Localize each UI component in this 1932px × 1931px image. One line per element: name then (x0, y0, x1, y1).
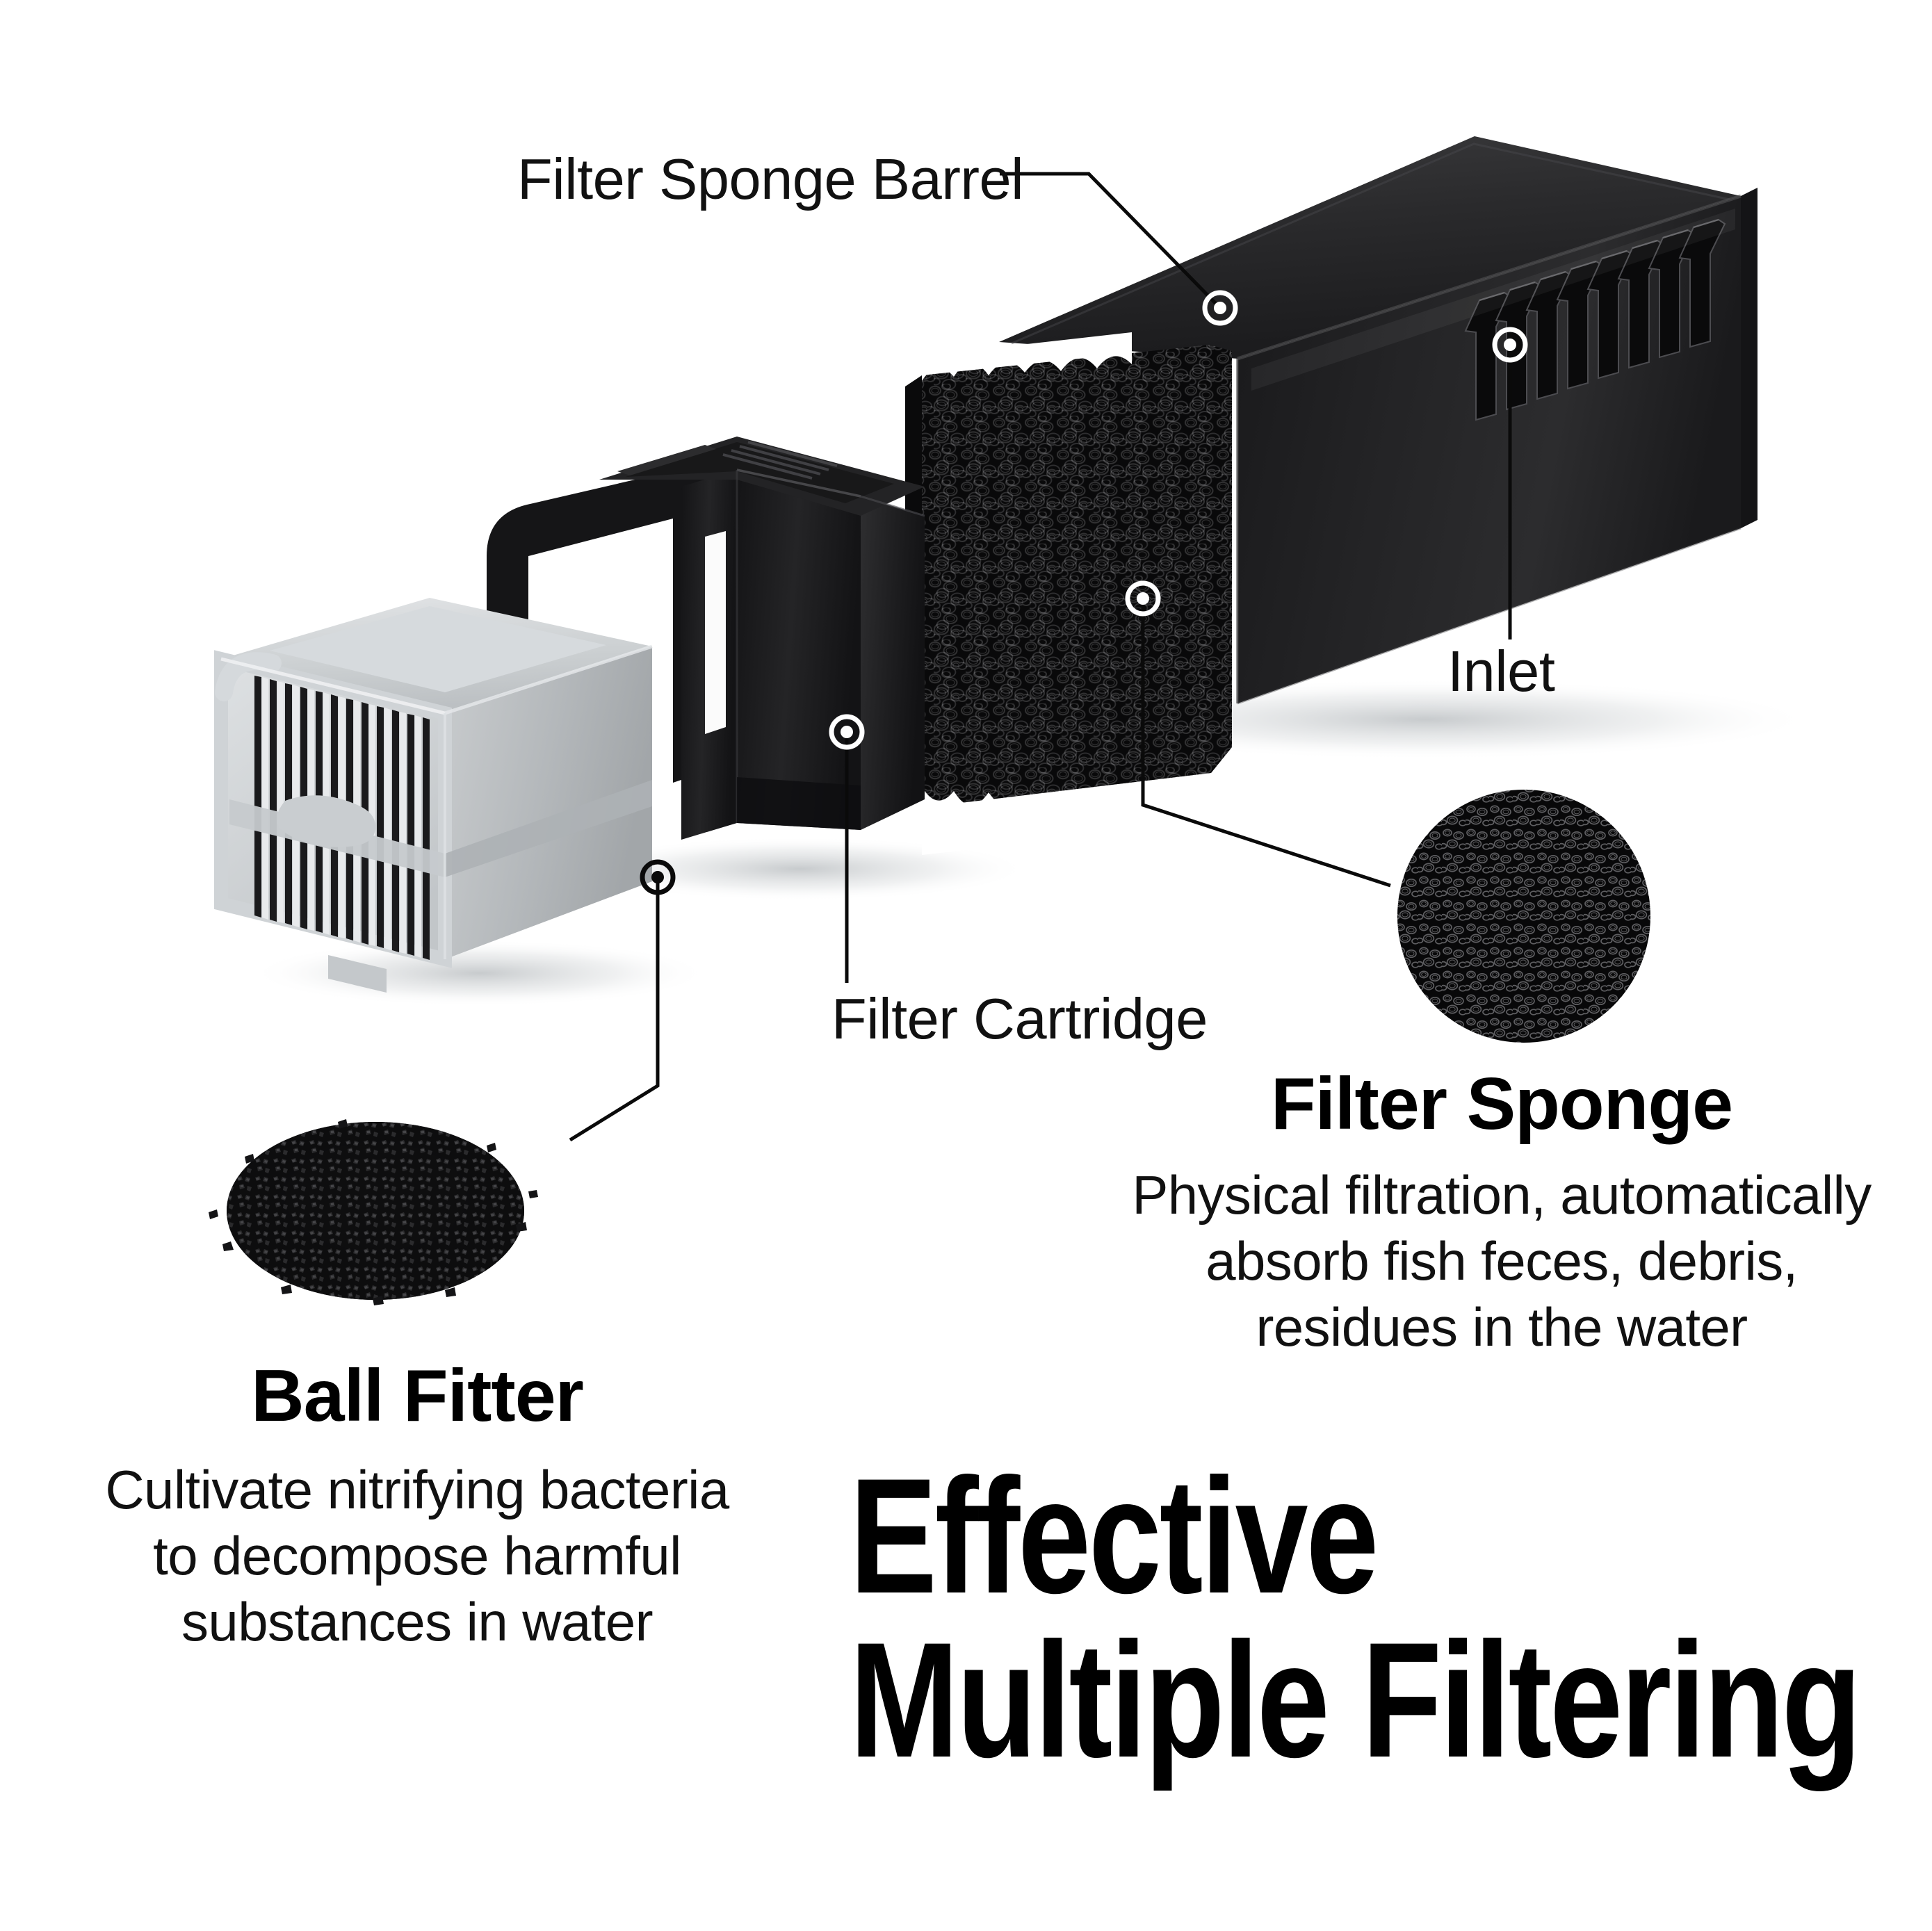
section-description-line: Physical filtration, automatically (1132, 1164, 1872, 1225)
shadow-barrel (1036, 679, 1815, 760)
headline-line-1: Effective (850, 1444, 1379, 1628)
section-description-line: residues in the water (1256, 1296, 1748, 1358)
callout-label-filter-cartridge: Filter Cartridge (831, 986, 1208, 1051)
marker-filter-sponge-barrel (1202, 290, 1238, 326)
callout-label-inlet: Inlet (1447, 639, 1555, 703)
callout-label-filter-sponge-barrel: Filter Sponge Barrel (517, 147, 1024, 211)
leader-ball-fitter (569, 877, 660, 1142)
filter-cartridge-art (487, 437, 925, 840)
marker-ball-fitter (640, 859, 676, 895)
shadow-ballfitter (250, 940, 709, 1007)
ball-fitter-art (214, 598, 653, 993)
leader-filter-sponge-barrel (1000, 172, 1221, 309)
section-description-filter-sponge: Physical filtration, automatically absor… (1126, 1162, 1877, 1360)
marker-filter-cartridge (829, 714, 865, 750)
filter-sponge-barrel-art (999, 136, 1758, 705)
section-description-line: Cultivate nitrifying bacteria (105, 1459, 729, 1520)
filter-sponge-closeup-inset (1397, 790, 1650, 1043)
inlet-slots (1464, 218, 1726, 421)
leader-filter-sponge (1141, 598, 1391, 888)
section-description-line: absorb fish feces, debris, (1206, 1230, 1798, 1292)
headline-line-2: Multiple Filtering (850, 1608, 1862, 1792)
section-title-filter-sponge: Filter Sponge (1270, 1063, 1733, 1145)
section-description-ball-fitter: Cultivate nitrifying bacteria to decompo… (70, 1457, 765, 1655)
section-description-line: substances in water (181, 1591, 654, 1653)
shadow-cartridge (570, 837, 1029, 901)
section-title-ball-fitter: Ball Fitter (251, 1355, 584, 1437)
callout-markers (640, 290, 1528, 895)
section-description-line: to decompose harmful (153, 1525, 681, 1587)
ball-fitter-slats (254, 676, 430, 960)
filter-sponge-block-art (905, 332, 1232, 855)
marker-inlet (1492, 327, 1528, 363)
ball-fitter-media-pile (209, 1119, 538, 1305)
marker-filter-sponge (1125, 580, 1161, 617)
